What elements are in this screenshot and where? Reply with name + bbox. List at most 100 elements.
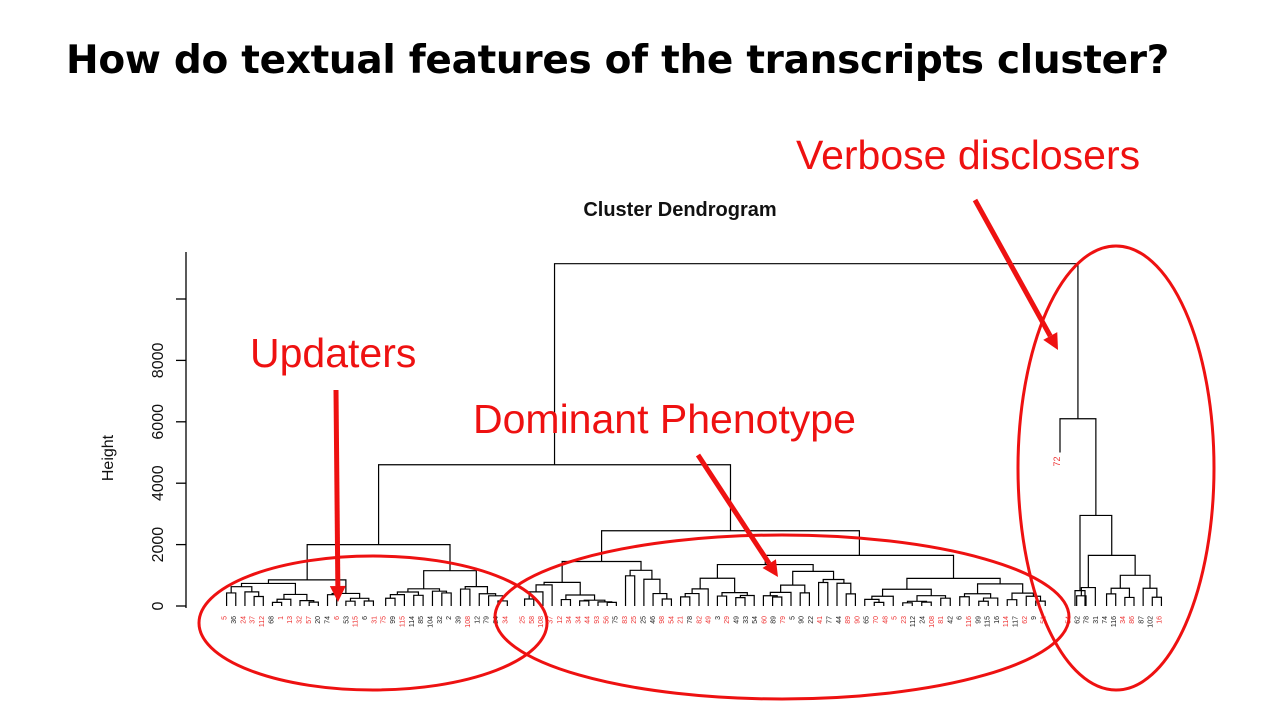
dendrogram-link bbox=[762, 595, 778, 606]
dendrogram-branches bbox=[225, 263, 1163, 606]
dendrogram-link bbox=[1151, 596, 1163, 606]
leaf-label: 82 bbox=[696, 616, 703, 624]
dendrogram-link bbox=[906, 600, 928, 603]
leaf-label: 87 bbox=[1138, 616, 1145, 624]
annotation-updaters: Updaters bbox=[250, 330, 417, 376]
y-tick-label: 4000 bbox=[150, 465, 167, 501]
leaf-label: 54 bbox=[668, 616, 675, 624]
dendrogram-link bbox=[306, 544, 451, 580]
leaf-label: 49 bbox=[734, 616, 741, 624]
dendrogram-link bbox=[271, 601, 283, 606]
dendrogram-link bbox=[363, 600, 375, 606]
slide-title: How do textual features of the transcrip… bbox=[66, 38, 1169, 83]
dendrogram-link bbox=[1011, 592, 1034, 600]
leaf-label: 98 bbox=[659, 616, 666, 624]
leaf-label: 86 bbox=[1129, 616, 1136, 624]
leaf-label: 44 bbox=[585, 616, 592, 624]
leaf-label: 44 bbox=[836, 616, 843, 624]
dendrogram-link bbox=[818, 581, 829, 606]
dendrogram-link bbox=[1105, 593, 1117, 606]
dendrogram-link bbox=[684, 592, 700, 606]
leaf-label: 12 bbox=[474, 616, 481, 624]
leaf-label: 93 bbox=[594, 616, 601, 624]
leaf-label: 6 bbox=[362, 616, 369, 620]
leaf-label: 12 bbox=[557, 616, 564, 624]
leaf-label: 37 bbox=[250, 616, 257, 624]
dendrogram-link bbox=[792, 570, 835, 586]
leaf-label: 25 bbox=[631, 616, 638, 624]
dendrogram-link bbox=[240, 582, 297, 595]
leaf-label: 16 bbox=[994, 616, 1001, 624]
y-tick-label: 8000 bbox=[150, 343, 167, 379]
leaf-label: 9 bbox=[1031, 616, 1038, 620]
leaf-label: 58 bbox=[529, 616, 536, 624]
leaf-label: 68 bbox=[268, 616, 275, 624]
leaf-label: 41 bbox=[817, 616, 824, 624]
dendrogram-link bbox=[523, 598, 535, 606]
leaf-label: 29 bbox=[724, 616, 731, 624]
dendrogram-link bbox=[459, 588, 471, 606]
leaf-label: 34 bbox=[1120, 616, 1127, 624]
dendrogram-link bbox=[780, 584, 806, 593]
leaf-label: 46 bbox=[650, 616, 657, 624]
dendrogram-link bbox=[396, 591, 420, 596]
leaf-label: 1 bbox=[278, 616, 285, 620]
dendrogram-link bbox=[643, 578, 661, 606]
annotation-verbose-disclosers: Verbose disclosers bbox=[796, 132, 1141, 178]
dendrogram-link bbox=[253, 595, 264, 606]
leaf-label: 108 bbox=[538, 616, 545, 628]
annotation-dominant-phenotype: Dominant Phenotype bbox=[473, 396, 856, 442]
leaf-label: 99 bbox=[390, 616, 397, 624]
leaf-label: 114 bbox=[409, 616, 416, 627]
y-tick-label: 2000 bbox=[150, 527, 167, 563]
leaf-label: 65 bbox=[864, 616, 871, 624]
dendrogram-link bbox=[845, 593, 856, 606]
leaf-label: 21 bbox=[678, 616, 685, 624]
leaf-label: 24 bbox=[919, 616, 926, 624]
dendrogram-link bbox=[680, 596, 691, 606]
dendrogram-link bbox=[629, 569, 653, 580]
dendrogram-link bbox=[553, 263, 1079, 465]
dendrogram-link bbox=[772, 596, 783, 606]
leaf-label: 85 bbox=[418, 616, 425, 624]
leaf-label: 31 bbox=[1093, 616, 1100, 624]
y-tick-label: 6000 bbox=[150, 404, 167, 440]
leaf-label: 99 bbox=[975, 616, 982, 624]
leaf-label: 5 bbox=[789, 616, 796, 620]
leaf-label: 24 bbox=[240, 616, 247, 624]
dendrogram-link bbox=[308, 601, 319, 606]
chart-title: Cluster Dendrogram bbox=[583, 199, 776, 221]
arrow-verbose bbox=[972, 198, 1058, 350]
dendrogram-link bbox=[1124, 596, 1135, 606]
dendrogram-link bbox=[385, 597, 396, 606]
leaf-label: 6 bbox=[334, 616, 341, 620]
leaf-label: 3 bbox=[715, 616, 722, 620]
leaf-label: 115 bbox=[399, 616, 406, 627]
leaf-label-72: 72 bbox=[1052, 457, 1062, 467]
leaf-label: 75 bbox=[381, 616, 388, 624]
leaf-label: 78 bbox=[1084, 616, 1091, 624]
dendrogram-link bbox=[871, 595, 894, 606]
dendrogram-link bbox=[299, 600, 315, 606]
leaf-label: 34 bbox=[502, 616, 509, 624]
leaf-label: 117 bbox=[1012, 616, 1019, 627]
leaf-label: 31 bbox=[371, 616, 378, 624]
dendrogram-link bbox=[799, 592, 810, 606]
leaf-label: 56 bbox=[603, 616, 610, 624]
leaf-label: 108 bbox=[929, 616, 936, 628]
dendrogram-link bbox=[597, 601, 613, 606]
leaf-label: 23 bbox=[901, 616, 908, 624]
leaf-label: 102 bbox=[1147, 616, 1154, 628]
leaf-label: 39 bbox=[456, 616, 463, 624]
dendrogram-link bbox=[902, 602, 913, 606]
leaf-label: 77 bbox=[826, 616, 833, 624]
leaf-label: 57 bbox=[306, 616, 313, 624]
leaf-label: 34 bbox=[566, 616, 573, 624]
leaf-label: 53 bbox=[343, 616, 350, 624]
leaf-label: 108 bbox=[465, 616, 472, 628]
dendrogram-link bbox=[982, 597, 999, 606]
dendrogram-link bbox=[735, 597, 746, 606]
ellipse-updaters bbox=[197, 554, 549, 692]
